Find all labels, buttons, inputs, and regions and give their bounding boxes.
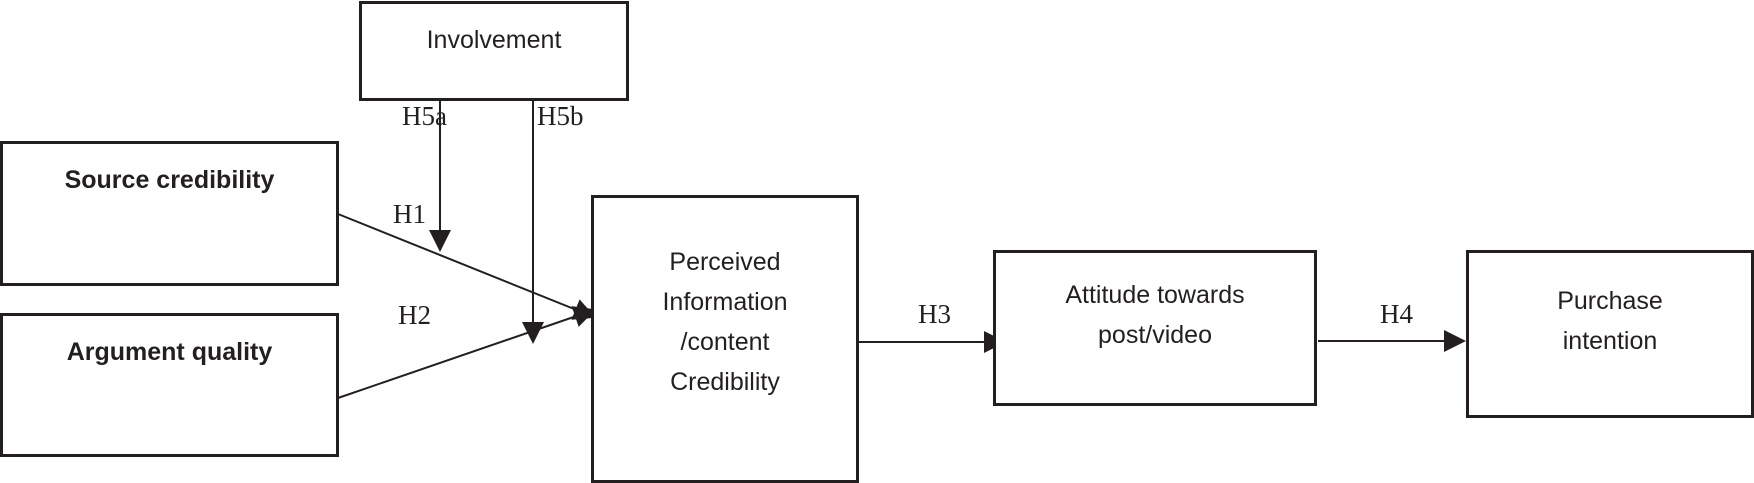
node-source-credibility-label: Source credibility [64, 166, 275, 194]
label-h5a: H5a [402, 101, 447, 131]
node-source-credibility: Source credibility [0, 141, 339, 286]
label-h1: H1 [393, 199, 426, 229]
node-purchase-intention-label: Purchase intention [1557, 287, 1663, 355]
arrow-h1 [337, 213, 596, 320]
node-attitude: Attitude towards post/video [993, 250, 1317, 406]
label-h2: H2 [398, 300, 431, 330]
label-h4: H4 [1380, 299, 1413, 329]
label-h3: H3 [918, 299, 951, 329]
node-attitude-label: Attitude towards post/video [1065, 281, 1245, 349]
node-involvement-label: Involvement [426, 26, 562, 54]
node-perceived-credibility-label: Perceived Information /content Credibili… [662, 248, 788, 396]
node-purchase-intention: Purchase intention [1466, 250, 1754, 418]
node-argument-quality: Argument quality [0, 313, 339, 457]
node-perceived-credibility: Perceived Information /content Credibili… [591, 195, 859, 483]
node-involvement: Involvement [359, 1, 629, 101]
arrow-h2 [337, 306, 596, 399]
node-argument-quality-label: Argument quality [66, 338, 273, 366]
label-h5b: H5b [537, 101, 584, 131]
